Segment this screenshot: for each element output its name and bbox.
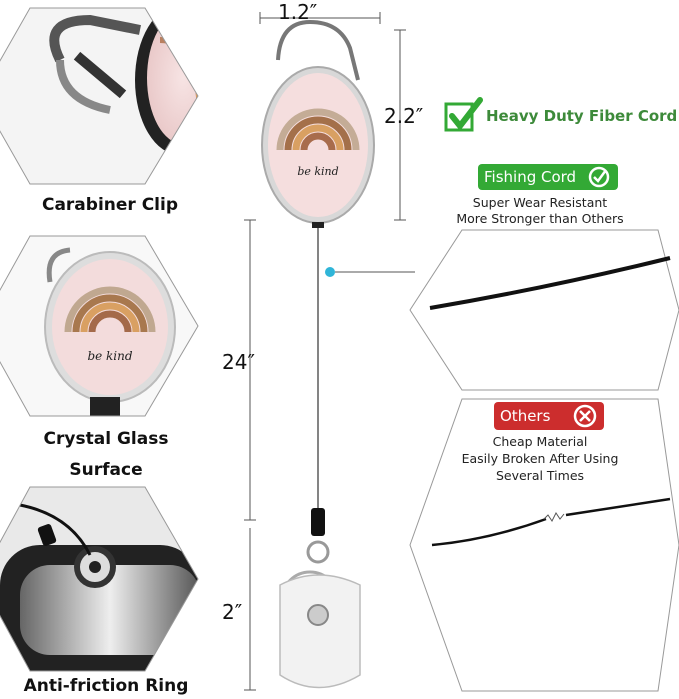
- x-circle-icon: [573, 404, 597, 428]
- fishing-line-2: More Stronger than Others: [456, 211, 624, 226]
- heavy-duty-badge: Heavy Duty Fiber Cord: [486, 107, 678, 125]
- others-line-1: Cheap Material: [492, 434, 588, 449]
- fishing-cord-hexagon: [409, 229, 679, 391]
- fishing-cord-pill: Fishing Cord: [478, 164, 618, 190]
- others-line-2: Easily Broken After Using: [461, 451, 619, 466]
- cord-length-dimension: 24″: [222, 350, 255, 374]
- connector-line: [325, 267, 415, 277]
- others-pill: Others: [494, 402, 604, 430]
- check-circle-icon: [588, 166, 610, 188]
- fishing-line-1: Super Wear Resistant: [472, 195, 608, 210]
- surface-label: Surface: [69, 460, 143, 480]
- crystal-glass-label: Crystal Glass: [43, 429, 169, 449]
- cheap-cord-hexagon: [409, 398, 679, 692]
- clip-length-dimension: 2″: [222, 600, 243, 624]
- carabiner-clip-hexagon: [0, 7, 199, 185]
- svg-text:be kind: be kind: [87, 349, 132, 363]
- others-line-3: Several Times: [495, 468, 585, 483]
- svg-text:be kind: be kind: [297, 165, 338, 178]
- width-dimension: 1.2″: [278, 0, 318, 24]
- check-icon: [444, 97, 483, 132]
- anti-friction-ring-hexagon: [0, 486, 199, 672]
- crystal-glass-hexagon: be kind: [0, 235, 199, 417]
- height-dimension: 2.2″: [384, 104, 424, 128]
- fishing-cord-label: Fishing Cord: [484, 168, 577, 186]
- others-label: Others: [500, 407, 551, 425]
- badge-reel-illustration: be kind: [244, 12, 406, 691]
- carabiner-clip-label: Carabiner Clip: [41, 195, 179, 215]
- anti-friction-ring-label: Anti-friction Ring: [23, 676, 189, 696]
